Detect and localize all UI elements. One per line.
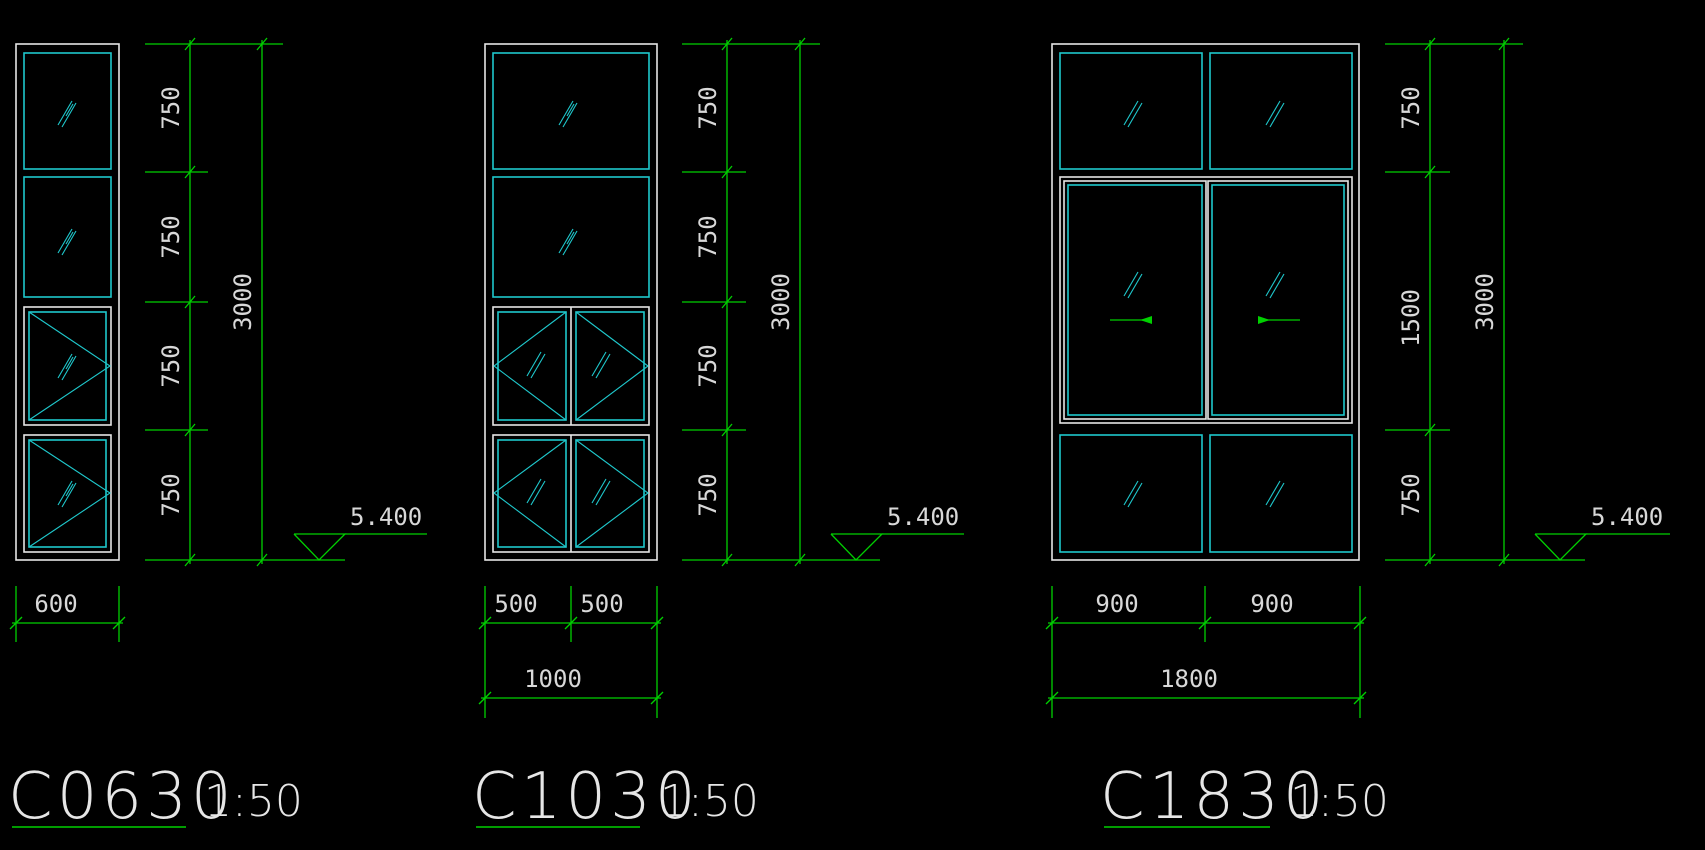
- glass-mark-icon: [57, 100, 77, 128]
- title-block-c1830: C1830 1:50: [1100, 760, 1389, 834]
- window-elevation-c1030: [484, 43, 658, 561]
- width-dim-label: 600: [34, 590, 77, 618]
- casement-pane-left: [497, 311, 567, 421]
- elevation-label: 5.400: [350, 503, 422, 531]
- fixed-pane: [23, 52, 112, 170]
- total-height-label: 3000: [767, 273, 795, 331]
- window-title: C0630: [8, 760, 236, 834]
- slide-direction-left-icon: [1258, 316, 1300, 324]
- elevation-triangle-icon: [1534, 533, 1588, 561]
- window-elevation-c1830: [1051, 43, 1360, 561]
- height-dim-label: 1500: [1397, 289, 1425, 347]
- glass-mark-icon: [526, 351, 611, 379]
- height-dim-label: 750: [694, 215, 722, 258]
- casement-pane: [28, 311, 107, 421]
- casement-pane-right: [575, 311, 645, 421]
- glass-mark-icon: [558, 228, 578, 256]
- total-width-label: 1800: [1160, 665, 1218, 693]
- slide-direction-right-icon: [1110, 316, 1152, 324]
- width-dim-label: 900: [1250, 590, 1293, 618]
- window-title: C1030: [472, 760, 700, 834]
- casement-pane: [28, 439, 107, 548]
- opening-direction-icon: [575, 439, 649, 548]
- glass-mark-icon: [1123, 100, 1285, 128]
- sliding-pane-right: [1211, 184, 1345, 416]
- width-dim-label: 500: [494, 590, 537, 618]
- glass-mark-icon: [1123, 271, 1285, 299]
- height-dim-label: 750: [694, 86, 722, 129]
- title-block-c1030: C1030 1:50: [472, 760, 759, 834]
- casement-pane-right: [575, 439, 645, 548]
- casement-pane-left: [497, 439, 567, 548]
- height-dim-label: 750: [694, 473, 722, 516]
- height-dim-label: 750: [157, 86, 185, 129]
- width-dimensions-c1830: 900 900 1800: [1045, 586, 1367, 718]
- total-height-label: 3000: [229, 273, 257, 331]
- window-c0630: 750 750 750 750 3000 5.400 600 C0630 1:5…: [8, 37, 427, 834]
- height-dimensions-c1830: 750 1500 750 3000: [1385, 37, 1585, 567]
- sliding-pane-left: [1067, 184, 1203, 416]
- fixed-pane: [1209, 52, 1353, 170]
- elevation-marker-c1830: 5.400: [1534, 503, 1670, 561]
- elevation-marker-c0630: 5.400: [293, 503, 427, 561]
- drawing-scale: 1:50: [204, 776, 303, 827]
- window-title: C1830: [1100, 760, 1328, 834]
- height-dimensions-c1030: 750 750 750 750 3000: [682, 37, 880, 567]
- height-dim-label: 750: [157, 473, 185, 516]
- opening-direction-icon: [575, 311, 649, 421]
- fixed-pane: [1059, 52, 1203, 170]
- opening-direction-icon: [28, 311, 111, 421]
- glass-mark-icon: [57, 480, 77, 508]
- drawing-scale: 1:50: [660, 776, 759, 827]
- width-dimensions-c1030: 500 500 1000: [478, 586, 664, 718]
- glass-mark-icon: [57, 353, 77, 381]
- width-dimensions-c0630: 600: [9, 586, 126, 642]
- total-height-label: 3000: [1471, 273, 1499, 331]
- height-dim-label: 750: [157, 344, 185, 387]
- width-dim-label: 900: [1095, 590, 1138, 618]
- elevation-label: 5.400: [887, 503, 959, 531]
- sliding-frame: [1059, 176, 1353, 424]
- drawing-scale: 1:50: [1290, 776, 1389, 827]
- opening-direction-icon: [493, 439, 567, 548]
- casement-sash: [23, 434, 112, 553]
- window-frame: [1051, 43, 1360, 561]
- glass-mark-icon: [558, 100, 578, 128]
- elevation-triangle-icon: [293, 533, 347, 561]
- height-dim-label: 750: [157, 215, 185, 258]
- elevation-triangle-icon: [830, 533, 884, 561]
- window-frame: [484, 43, 658, 561]
- opening-direction-icon: [28, 439, 111, 548]
- sliding-sash-left: [1063, 180, 1207, 420]
- elevation-label: 5.400: [1591, 503, 1663, 531]
- sliding-sash-right: [1207, 180, 1349, 420]
- fixed-pane: [23, 176, 112, 298]
- height-dim-label: 750: [1397, 473, 1425, 516]
- window-frame: [15, 43, 120, 561]
- fixed-pane: [492, 52, 650, 170]
- glass-mark-icon: [1123, 480, 1285, 508]
- fixed-pane: [492, 176, 650, 298]
- fixed-pane: [1209, 434, 1353, 553]
- window-elevation-c0630: [15, 43, 120, 561]
- width-dim-label: 500: [580, 590, 623, 618]
- elevation-marker-c1030: 5.400: [830, 503, 964, 561]
- opening-direction-icon: [493, 311, 567, 421]
- title-block-c0630: C0630 1:50: [8, 760, 303, 834]
- casement-sash: [23, 306, 112, 426]
- height-dim-label: 750: [694, 344, 722, 387]
- height-dimensions-c0630: 750 750 750 750 3000: [145, 37, 345, 567]
- window-c1030: 750 750 750 750 3000 5.400 500 500 1000: [472, 37, 964, 834]
- height-dim-label: 750: [1397, 86, 1425, 129]
- glass-mark-icon: [526, 478, 611, 506]
- total-width-label: 1000: [524, 665, 582, 693]
- glass-mark-icon: [57, 228, 77, 256]
- fixed-pane: [1059, 434, 1203, 553]
- window-c1830: 750 1500 750 3000 5.400 900 900 1800 C: [1045, 37, 1670, 834]
